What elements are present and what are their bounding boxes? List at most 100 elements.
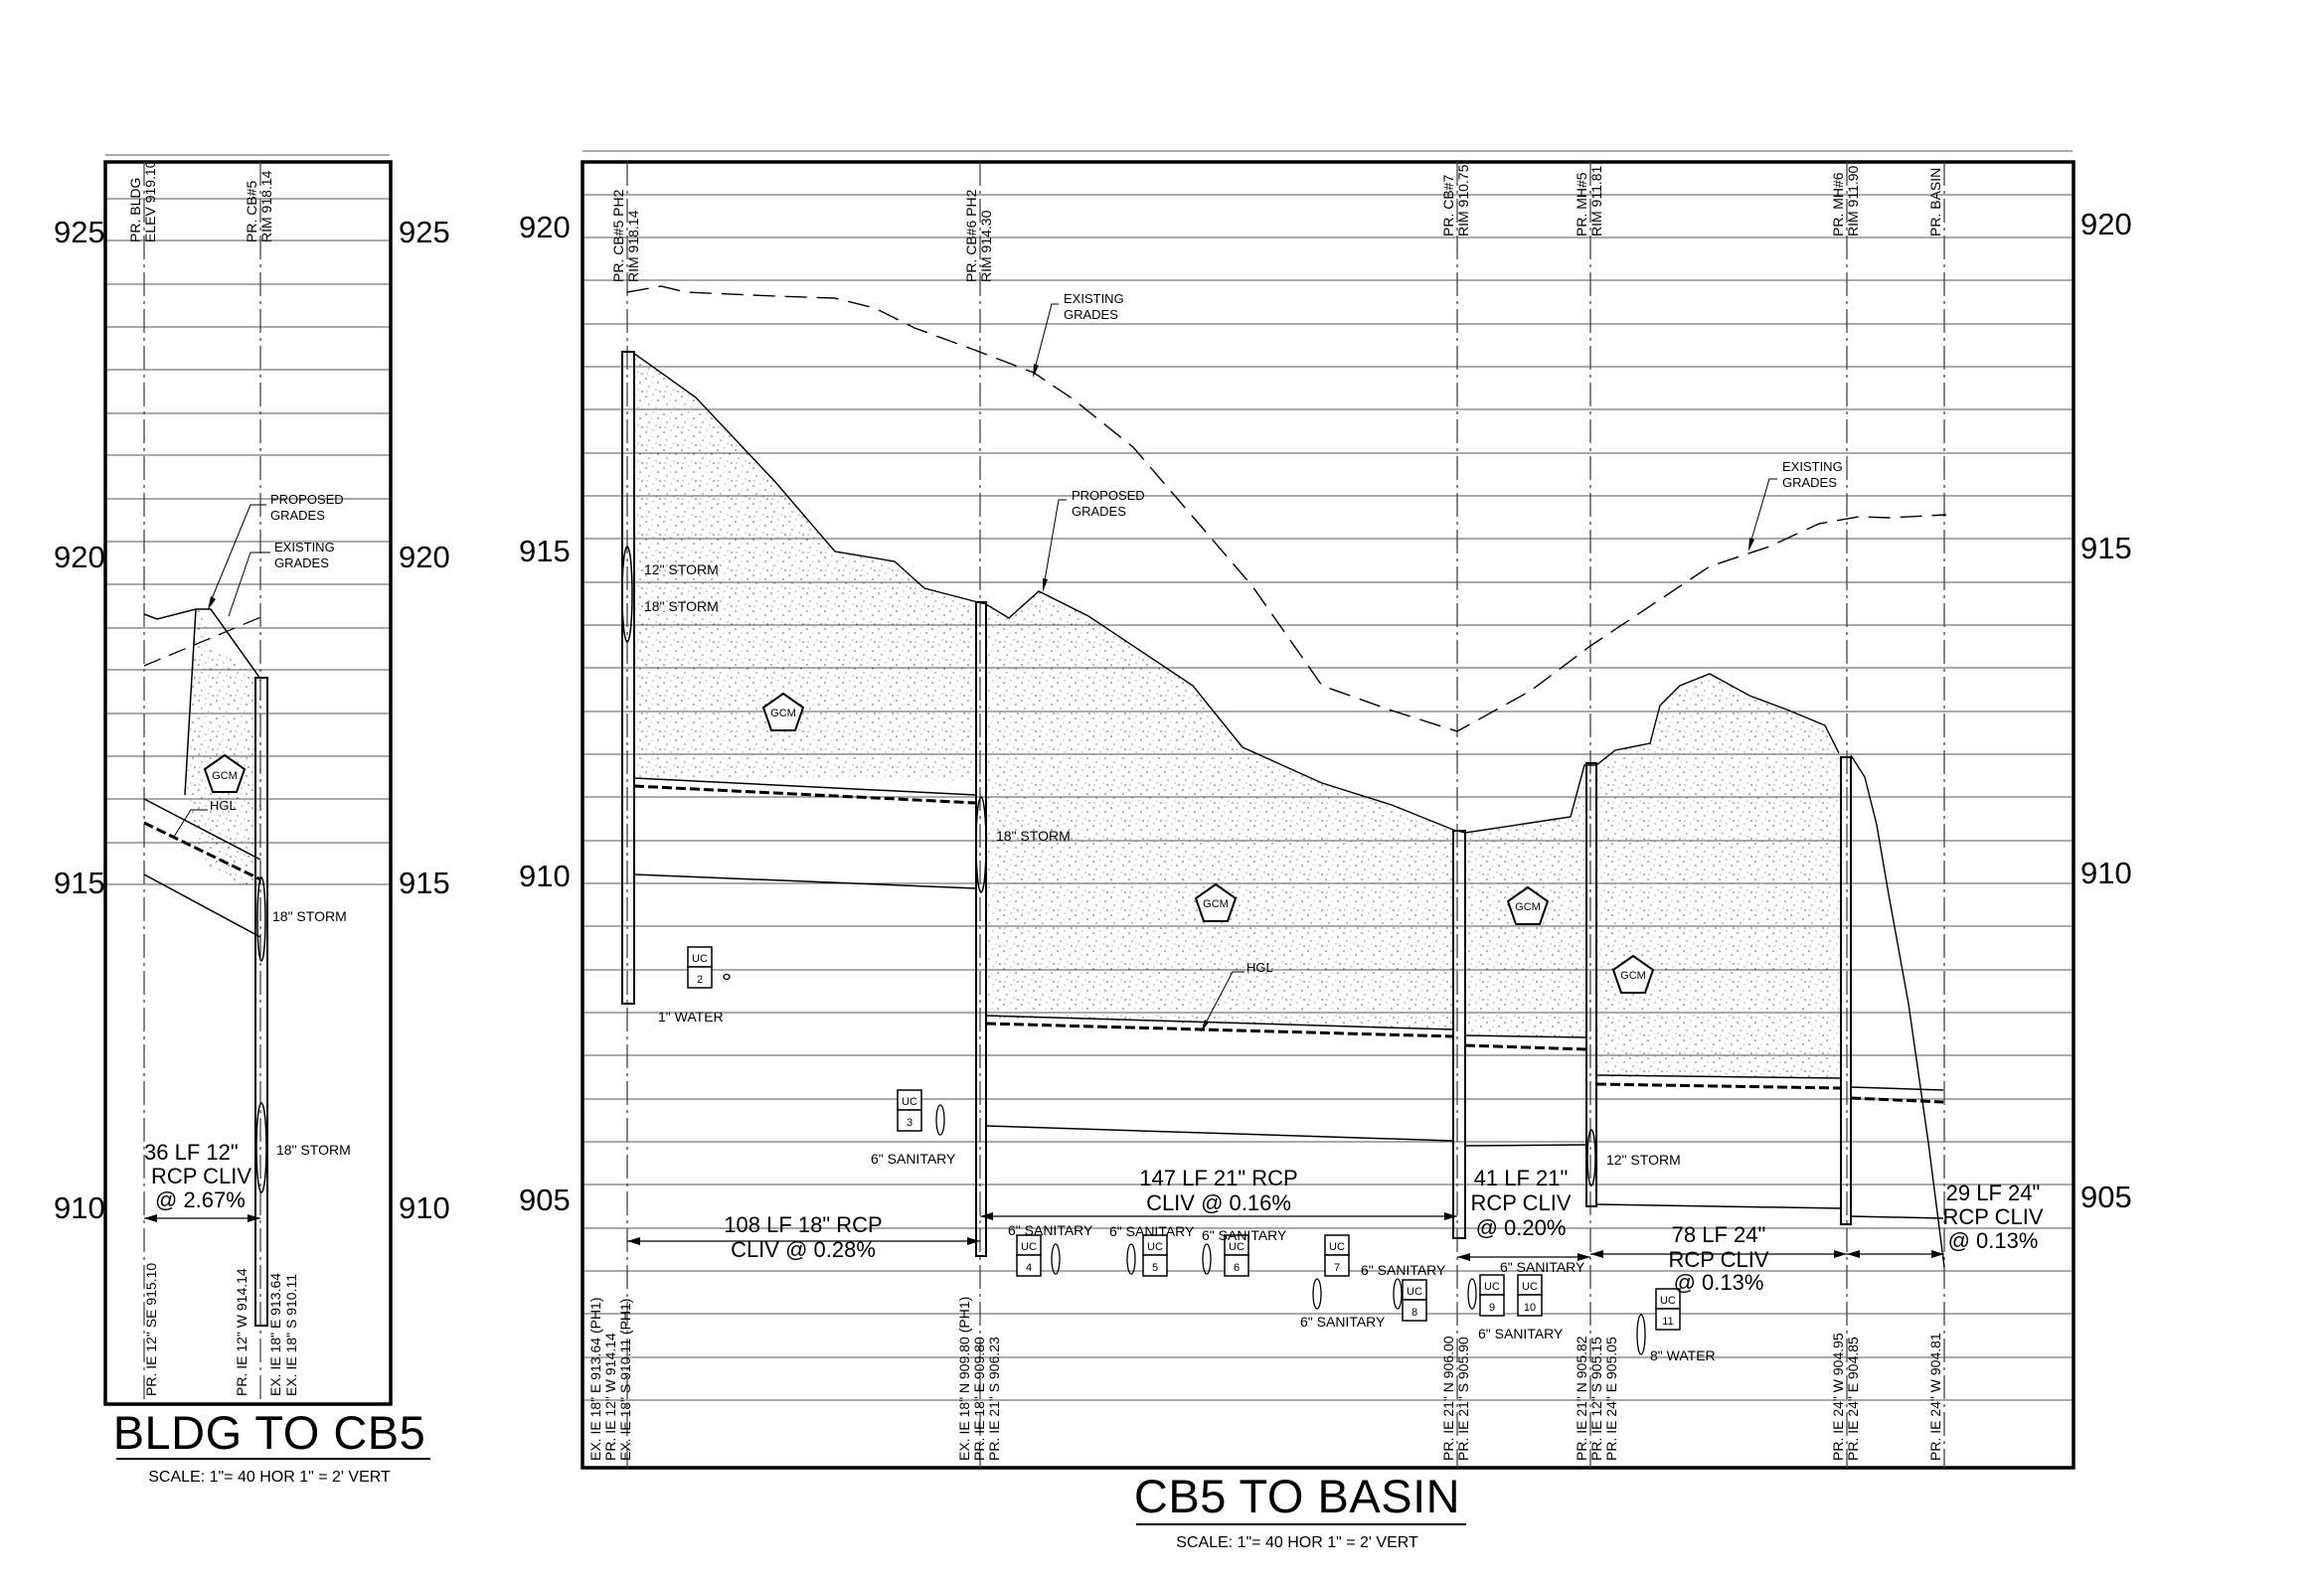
left-structure-wall: [184, 608, 197, 796]
right-station-basin-1: PR. BASIN: [1927, 168, 1943, 237]
right-station-mh6-1: PR. MH#6: [1830, 172, 1846, 237]
left-invert-cb5-s: EX. IE 18" S 910.11: [283, 1274, 299, 1396]
right-existing-grade: [626, 285, 1947, 732]
left-existing-label-2: GRADES: [274, 555, 329, 570]
right-station-mh5-1: PR. MH#5: [1574, 172, 1589, 237]
right-mh6-structure: [1840, 756, 1852, 1225]
left-hgl-line: [143, 821, 261, 881]
left-pipe-label-1: 36 LF 12": [144, 1140, 239, 1165]
pipe-label-3-line-3: @ 0.20%: [1476, 1215, 1567, 1240]
uc-number-10: 10: [1524, 1302, 1536, 1314]
right-elev-905-r: 905: [2080, 1180, 2132, 1214]
left-storm-lower-label: 18" STORM: [276, 1142, 351, 1158]
right-storm-ellipse-cb5: [621, 546, 633, 643]
right-station-cb5-2: RIM 918.14: [625, 210, 641, 282]
right-station-mh5-2: RIM 911.81: [1588, 165, 1604, 237]
left-profile-title: BLDG TO CB5: [112, 1406, 426, 1459]
uc-number-6: 6: [1234, 1262, 1240, 1274]
right-invert-mh5-3: PR. IE 24" E 905.05: [1603, 1337, 1619, 1461]
right-cb5-structure: [621, 351, 635, 1005]
left-elev-915-l: 915: [54, 866, 105, 900]
right-elev-915-l: 915: [519, 534, 571, 568]
uc-label-6: UC: [1229, 1241, 1245, 1253]
right-sanitary-label-6: 6" SANITARY: [1202, 1227, 1287, 1243]
pipe-label-4-line-3: @ 0.13%: [1674, 1270, 1764, 1295]
left-storm-ellipse-upper: [256, 876, 266, 962]
right-invert-cb5-3: EX. IE 18" S 910.11 (PH1): [617, 1299, 633, 1461]
uc-label-2: UC: [692, 953, 708, 965]
left-existing-label-1: EXISTING: [274, 540, 335, 554]
right-dimension-arrows: [627, 1212, 1944, 1261]
right-invert-mh6-2: PR. IE 24" E 904.85: [1845, 1337, 1861, 1461]
right-proposed-label-1: PROPOSED: [1072, 488, 1145, 503]
left-storm-ellipse-lower: [255, 1102, 267, 1193]
left-invert-cb5-w: PR. IE 12" W 914.14: [234, 1268, 249, 1396]
right-existing-label-4: GRADES: [1782, 475, 1837, 490]
pipe-label-2-line-1: 147 LF 21" RCP: [1139, 1166, 1297, 1190]
right-water-8-label: 8" WATER: [1650, 1347, 1716, 1363]
left-elev-920-r: 920: [399, 540, 450, 574]
right-grade-beyond-mh6: [1850, 754, 1945, 1268]
right-invert-cb6-1: EX. IE 18" N 909.80 (PH1): [956, 1297, 972, 1461]
pipe-label-1-line-1: 108 LF 18" RCP: [724, 1212, 882, 1237]
right-title-underline: [1136, 1523, 1466, 1525]
left-proposed-label-1: PROPOSED: [270, 492, 344, 507]
uc-number-2: 2: [697, 974, 703, 986]
right-gcm-markers: [761, 692, 1655, 994]
right-profile-title: CB5 TO BASIN: [1133, 1470, 1461, 1522]
right-station-cb5-1: PR. CB#5 PH2: [610, 189, 626, 282]
pipe-label-4-line-2: RCP CLIV: [1668, 1247, 1768, 1272]
right-station-lines: [626, 162, 1945, 1468]
right-fill-mh5-mh6: [1596, 674, 1839, 1078]
left-gcm-pentagon: [203, 753, 247, 793]
right-elev-910-r: 910: [2080, 856, 2132, 890]
pipe-label-5-line-2: RCP CLIV: [1942, 1204, 2043, 1229]
right-existing-label-3: EXISTING: [1782, 459, 1843, 474]
left-pipe-top: [143, 798, 261, 861]
right-gcm-label-3: GCM: [1515, 901, 1541, 913]
uc-label-11: UC: [1660, 1295, 1676, 1307]
right-invert-cb6-3: PR. IE 21" S 906.23: [986, 1337, 1002, 1461]
left-elev-925-l: 925: [54, 215, 105, 249]
pipe-label-1-line-2: CLIV @ 0.28%: [731, 1237, 876, 1262]
right-storm-ellipse-cb6: [975, 796, 987, 893]
uc-number-7: 7: [1334, 1262, 1340, 1274]
left-proposed-leader: [208, 504, 266, 607]
right-elev-905-l: 905: [519, 1183, 571, 1217]
right-gcm-label-4: GCM: [1620, 970, 1646, 982]
right-water-1-label: 1" WATER: [658, 1009, 724, 1025]
right-elev-920-l: 920: [519, 210, 571, 244]
right-station-cb7-2: RIM 910.75: [1455, 164, 1471, 237]
uc-label-4: UC: [1021, 1241, 1037, 1253]
right-gcm-label-2: GCM: [1203, 898, 1229, 910]
right-station-cb7-1: PR. CB#7: [1440, 175, 1456, 237]
left-pipe-label-3: @ 2.67%: [155, 1187, 246, 1212]
left-title-underline: [116, 1458, 430, 1460]
right-storm-12-label: 12" STORM: [644, 561, 719, 577]
right-dimension-lines: [627, 1215, 1944, 1258]
uc-label-5: UC: [1147, 1241, 1163, 1253]
left-profile-scale: SCALE: 1"= 40 HOR 1" = 2' VERT: [148, 1469, 391, 1486]
right-utility-boxes: [687, 946, 1681, 1331]
uc-number-4: 4: [1026, 1262, 1032, 1274]
left-elev-920-l: 920: [54, 540, 105, 574]
right-profile-frame: [581, 160, 2075, 1470]
right-sanitary-label-9: 6" SANITARY: [1500, 1259, 1585, 1275]
left-elev-910-r: 910: [399, 1190, 450, 1225]
right-mh5-structure: [1585, 762, 1597, 1207]
left-fill-area: [185, 609, 260, 894]
left-elev-925-r: 925: [399, 215, 450, 249]
right-cb6-structure: [975, 601, 987, 1257]
right-hgl-label: HGL: [1246, 960, 1273, 975]
right-gcm-label-1: GCM: [770, 708, 796, 719]
left-proposed-arrowhead: [208, 596, 216, 610]
left-pipe-label-2: RCP CLIV: [151, 1164, 251, 1188]
pipe-label-5-line-3: @ 0.13%: [1948, 1228, 2039, 1253]
left-hgl-leader: [173, 809, 208, 838]
right-invert-cb5-1: EX. IE 18" E 913.64 (PH1): [587, 1298, 603, 1462]
right-leaders: [1033, 303, 1777, 1029]
left-elev-915-r: 915: [399, 866, 450, 900]
right-sanitary-label-8: 6" SANITARY: [1300, 1314, 1386, 1330]
right-station-mh6-2: RIM 911.90: [1845, 165, 1861, 237]
